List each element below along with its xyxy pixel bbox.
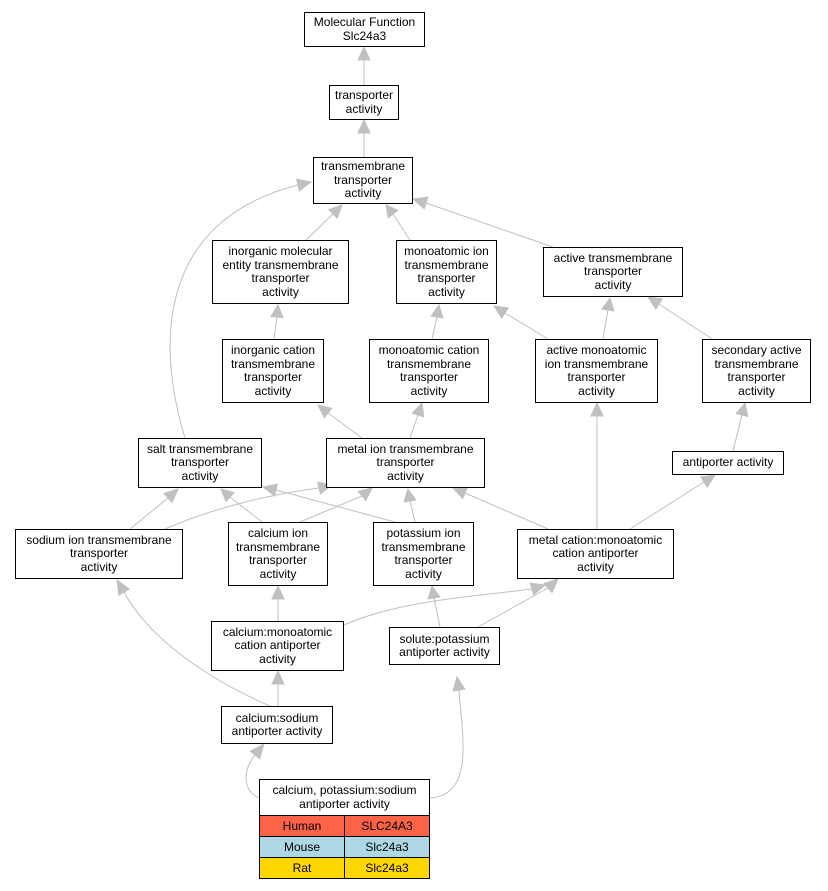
e-metalion-to-monocat <box>409 401 425 439</box>
node-sodium-ion-transmembrane-transporter-activity: sodium ion transmembrane transporter act… <box>15 529 183 579</box>
node-solute-potassium-antiporter-activity: solute:potassium antiporter activity <box>389 627 500 665</box>
e-activetm-to-tt <box>411 196 554 248</box>
e-calcion-to-salt <box>220 488 263 523</box>
e-salt-to-tt <box>169 178 313 439</box>
legend-row-human: Human SLC24A3 <box>259 815 430 837</box>
e-calmono-to-calcion <box>271 584 285 621</box>
node-antiporter-activity: antiporter activity <box>672 451 784 475</box>
node-metal-ion-transmembrane-transporter-activity: metal ion transmembrane transporter acti… <box>326 438 485 488</box>
node-transmembrane-transporter-activity: transmembrane transporter activity <box>313 157 413 204</box>
arrowhead <box>261 483 279 497</box>
e-monocat-to-monoion <box>430 303 444 340</box>
node-transporter-activity: transporter activity <box>329 85 399 120</box>
e-tt-to-transporter <box>357 118 371 157</box>
node-secondary-active-transmembrane-transporter-activity: secondary active transmembrane transport… <box>702 339 811 403</box>
node-inorganic-cation-transmembrane-transporter-activity: inorganic cation transmembrane transport… <box>222 339 324 403</box>
species-gene-table: Human SLC24A3 Mouse Slc24a3 Rat Slc24a3 <box>259 815 430 879</box>
arrowhead <box>403 487 417 503</box>
node-calcium-sodium-antiporter-activity: calcium:sodium antiporter activity <box>221 706 333 744</box>
e-transporter-to-mf <box>357 45 371 85</box>
e-actmono-to-activetm <box>601 296 615 340</box>
arrowhead <box>385 204 399 219</box>
node-molecular-function: Molecular Function Slc24a3 <box>304 12 425 47</box>
arrowhead <box>163 488 179 504</box>
legend-row-mouse: Mouse Slc24a3 <box>259 836 430 858</box>
node-monoatomic-cation-transmembrane-transporter-activity: monoatomic cation transmembrane transpor… <box>369 339 489 403</box>
node-calcium-ion-transmembrane-transporter-activity: calcium ion transmembrane transporter ac… <box>228 522 328 586</box>
node-active-transmembrane-transporter-activity: active transmembrane transporter activit… <box>543 247 683 297</box>
species-rat: Rat <box>259 857 345 879</box>
e-anti-to-secact <box>732 401 749 452</box>
arrowhead <box>317 404 333 419</box>
arrowhead <box>492 305 510 319</box>
arrowhead <box>327 204 343 220</box>
arrowhead <box>357 45 371 61</box>
e-cps-to-calsod <box>245 743 265 799</box>
node-monoatomic-ion-transmembrane-transporter-activity: monoatomic ion transmembrane transporter… <box>396 240 497 304</box>
arrowhead <box>529 582 547 596</box>
e-calcion-to-metalion <box>299 487 373 523</box>
gene-rat: Slc24a3 <box>344 857 430 879</box>
arrowhead <box>295 178 313 192</box>
arrowhead <box>646 296 664 310</box>
e-metalion-to-inorgcat <box>317 404 363 439</box>
arrowhead <box>357 118 371 134</box>
arrowhead <box>590 401 604 417</box>
node-calcium-monoatomic-cation-antiporter-activity: calcium:monoatomic cation antiporter act… <box>211 621 344 671</box>
arrowhead <box>452 675 466 692</box>
node-calcium-potassium-sodium-antiporter-activity: calcium, potassium:sodium antiporter act… <box>259 779 430 816</box>
arrowhead <box>451 486 469 500</box>
e-metalcat-to-anti <box>629 474 717 530</box>
arrowhead <box>699 474 717 488</box>
arrowhead <box>430 303 444 319</box>
node-salt-transmembrane-transporter-activity: salt transmembrane transporter activity <box>138 438 262 488</box>
e-solpot-to-potion <box>427 584 441 628</box>
arrowhead <box>116 578 131 596</box>
node-metal-cation-monoatomic-cation-antiporter-activity: metal cation:monoatomic cation antiporte… <box>517 529 674 579</box>
arrowhead <box>249 743 265 760</box>
e-cps-to-solpot <box>429 675 466 799</box>
species-human: Human <box>259 815 345 837</box>
arrowhead <box>427 584 441 600</box>
arrowhead <box>543 578 559 594</box>
arrowhead <box>271 669 285 685</box>
arrowhead <box>411 401 425 418</box>
e-solpot-to-metalcat <box>477 578 559 628</box>
arrowhead <box>735 401 749 418</box>
gene-mouse: Slc24a3 <box>344 836 430 858</box>
e-calsod-to-calmono <box>271 669 285 706</box>
arrowhead <box>271 584 285 600</box>
legend-row-rat: Rat Slc24a3 <box>259 857 430 879</box>
arrowhead <box>220 488 235 503</box>
e-metalcat-to-actmono <box>590 401 604 529</box>
node-potassium-ion-transmembrane-transporter-activity: potassium ion transmembrane transporter … <box>373 522 474 586</box>
e-inorgcat-to-inorgmol <box>270 303 284 340</box>
gene-human: SLC24A3 <box>344 815 430 837</box>
e-secact-to-activetm <box>646 296 713 340</box>
e-actmono-to-monoion <box>492 305 549 340</box>
e-potion-to-metalion <box>403 487 417 523</box>
arrowhead <box>411 196 429 210</box>
e-sodium-to-salt <box>129 488 179 530</box>
node-active-monoatomic-ion-transmembrane-transporter-activity: active monoatomic ion transmembrane tran… <box>535 339 658 403</box>
e-calmono-to-metalcat <box>343 582 547 626</box>
species-mouse: Mouse <box>259 836 345 858</box>
arrowhead <box>270 303 284 319</box>
arrowhead <box>601 296 615 312</box>
e-calsod-to-sodium <box>116 578 271 707</box>
e-inorgmol-to-tt <box>305 204 343 241</box>
arrowhead <box>357 487 373 502</box>
e-potion-to-salt <box>261 483 396 523</box>
e-monoion-to-tt <box>385 204 411 241</box>
node-inorganic-molecular-entity-transmembrane-transporter-activity: inorganic molecular entity transmembrane… <box>212 240 349 304</box>
